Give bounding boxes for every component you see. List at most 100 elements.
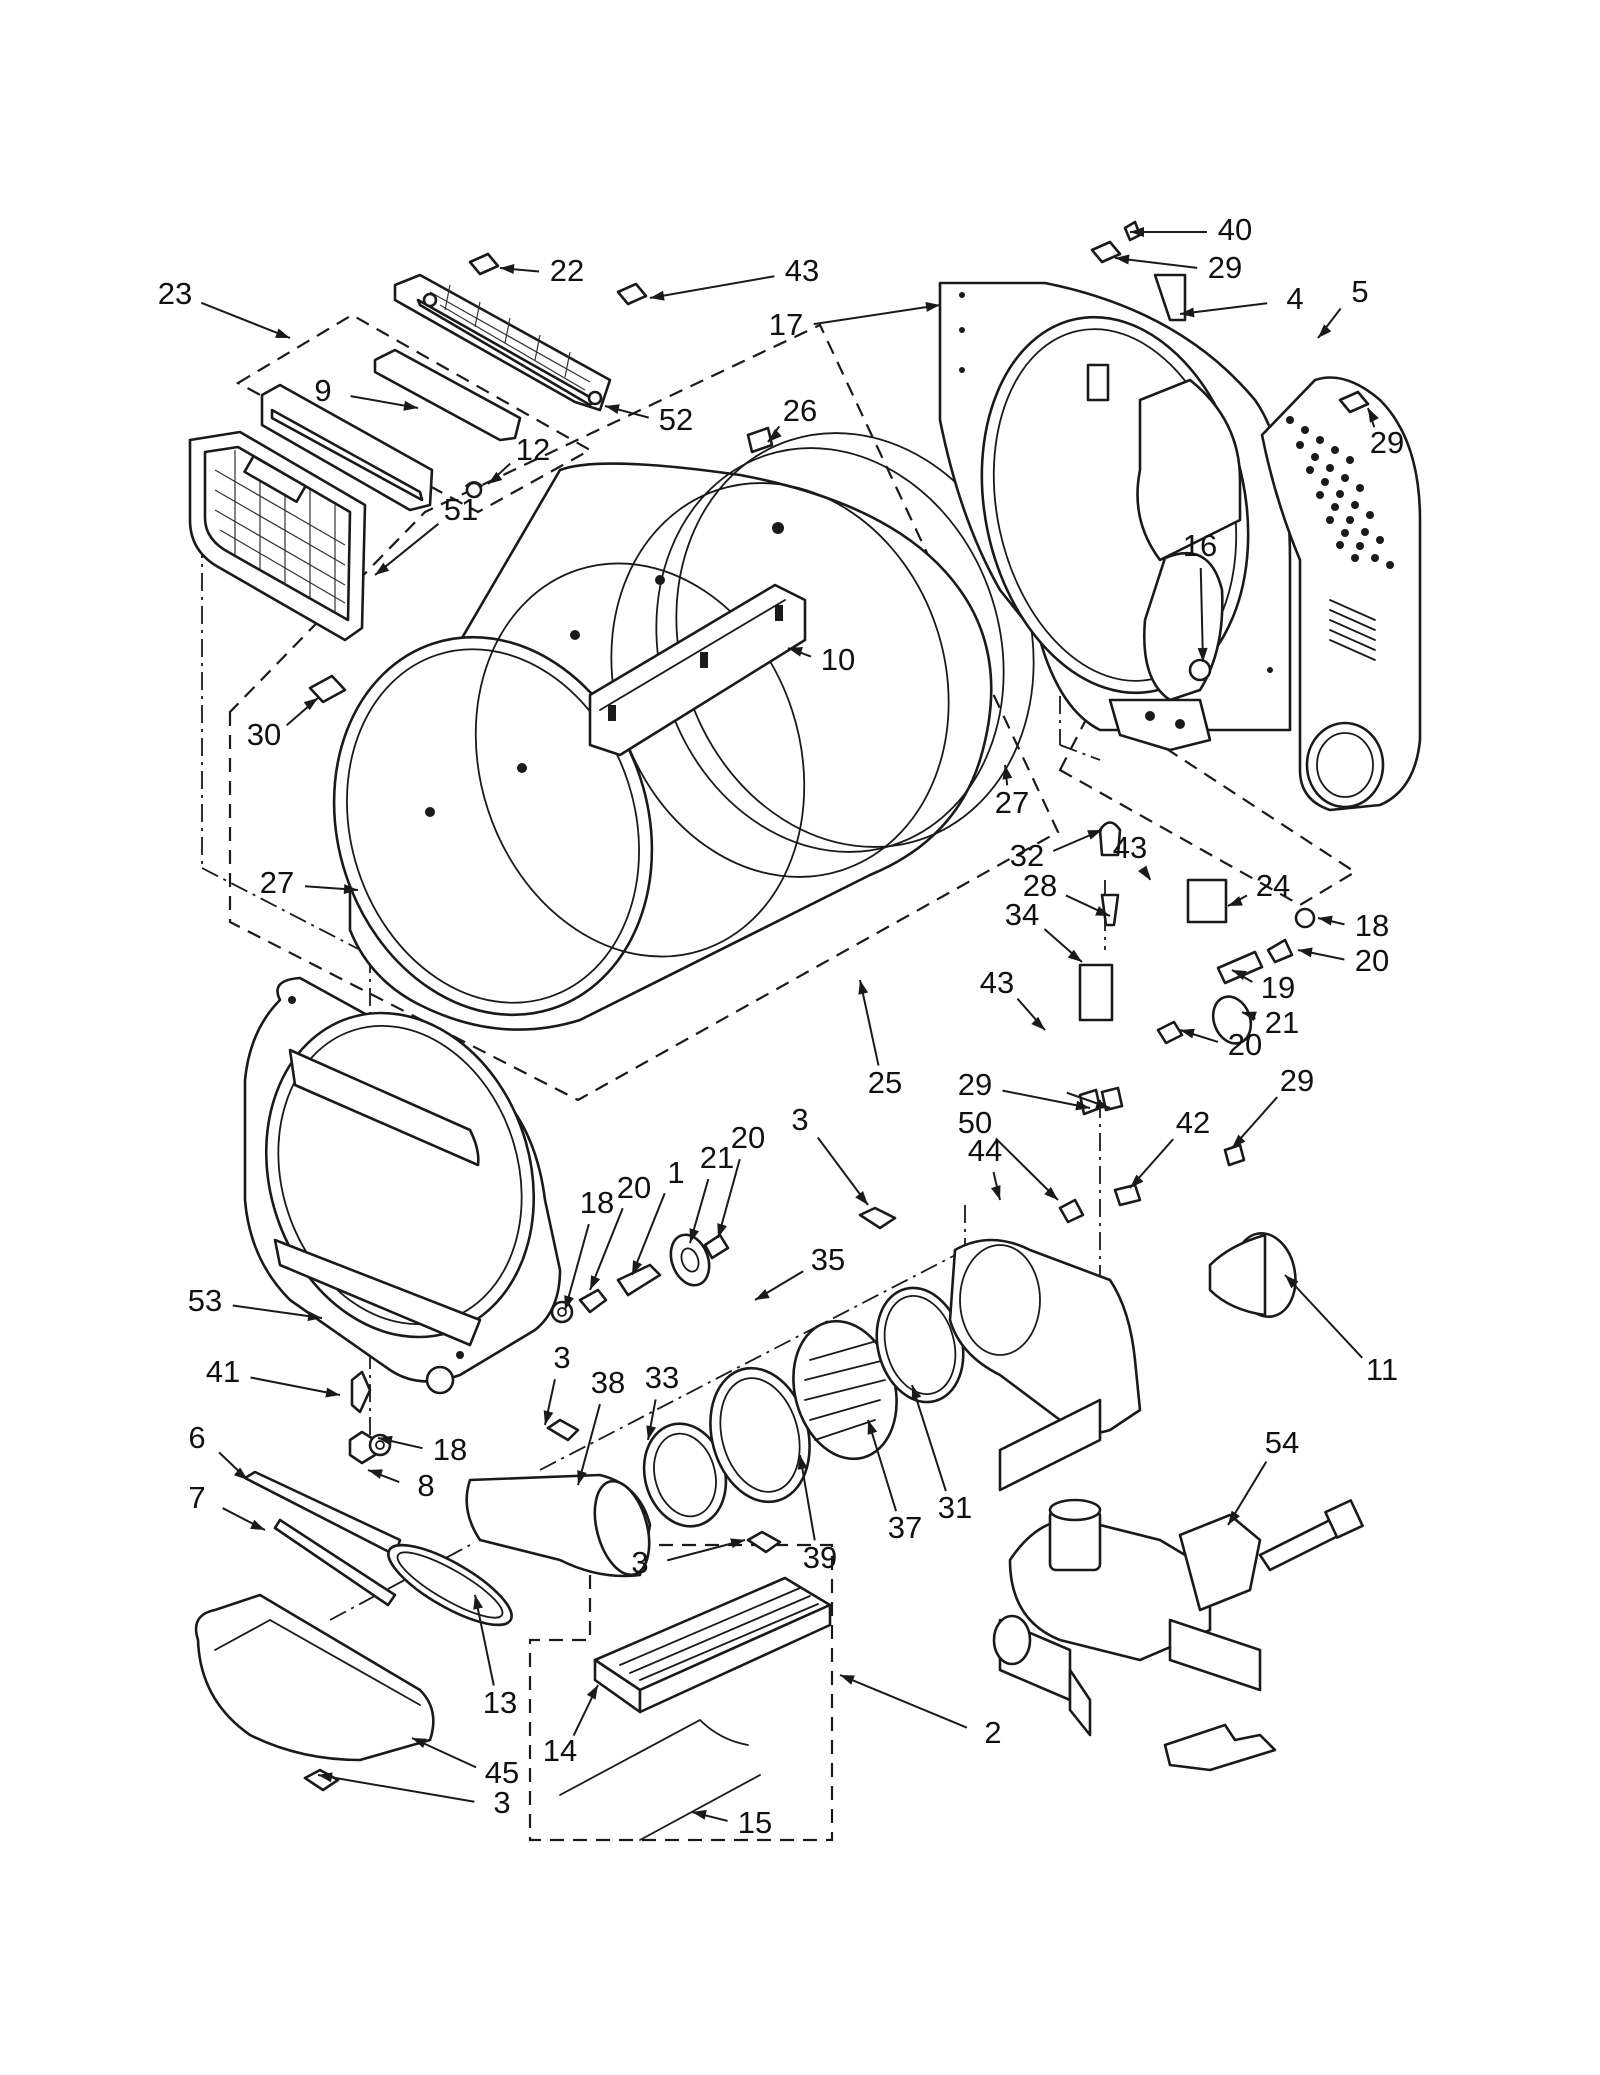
callout-number: 20: [1355, 943, 1389, 978]
gas-valve-assembly: [992, 1398, 1364, 1772]
callout-2: 2: [839, 1674, 1002, 1750]
leader-arrowhead: [307, 1311, 322, 1322]
callout-20: 20: [589, 1170, 651, 1291]
callout-number: 11: [1366, 1352, 1398, 1387]
leader-arrowhead: [488, 471, 503, 484]
callout-33: 33: [645, 1360, 679, 1441]
callout-32: 32: [1010, 829, 1103, 873]
callout-18: 18: [564, 1185, 614, 1311]
leader-line: [200, 301, 291, 339]
leader-arrowhead: [577, 1470, 587, 1485]
callout-21: 21: [689, 1140, 734, 1244]
callout-27: 27: [260, 865, 359, 900]
callout-number: 34: [1005, 897, 1039, 932]
thermostat-cluster: [1078, 821, 1316, 1045]
blower-housing-cover: [1260, 376, 1422, 812]
rear-panel: [938, 281, 1292, 752]
callout-37: 37: [867, 1419, 922, 1545]
leader-line: [631, 1192, 666, 1276]
front-bulkhead-hardware: [303, 1206, 897, 1792]
callout-19: 19: [1231, 969, 1295, 1005]
callout-number: 42: [1176, 1105, 1210, 1140]
leader-arrowhead: [1298, 947, 1313, 958]
callout-number: 1: [667, 1155, 684, 1190]
callout-number: 53: [188, 1283, 222, 1318]
callout-number: 43: [980, 965, 1014, 1000]
leader-arrowhead: [650, 290, 665, 301]
callout-number: 41: [206, 1354, 240, 1389]
callout-number: 2: [984, 1715, 1001, 1750]
callout-number: 25: [868, 1065, 902, 1100]
callout-number: 26: [783, 393, 817, 428]
lint-screen: [188, 430, 367, 642]
callout-15: 15: [691, 1805, 772, 1840]
callout-20: 20: [717, 1120, 765, 1239]
lint-duct-grille: [393, 273, 612, 412]
callout-20: 20: [1179, 1027, 1262, 1062]
leader-arrowhead: [473, 1595, 483, 1610]
callout-43: 43: [649, 253, 819, 301]
callout-21: 21: [1241, 1005, 1299, 1040]
callout-leader: [1066, 1091, 1111, 1109]
callout-number: 54: [1265, 1425, 1299, 1460]
callout-28: 28: [1023, 868, 1111, 917]
callout-34: 34: [1005, 897, 1083, 963]
callout-4: 4: [1179, 281, 1304, 318]
callout-number: 28: [1023, 868, 1057, 903]
callout-number: 17: [769, 307, 803, 342]
leader-arrowhead: [692, 1809, 707, 1820]
leader-arrowhead: [855, 1191, 868, 1205]
callout-number: 22: [550, 253, 584, 288]
leader-arrowhead: [1115, 254, 1130, 265]
leader-arrowhead: [1087, 830, 1102, 840]
leader-line: [813, 304, 941, 326]
callout-number: 27: [260, 865, 294, 900]
callout-7: 7: [188, 1480, 266, 1531]
callout-39: 39: [797, 1454, 837, 1575]
callout-18: 18: [377, 1432, 467, 1467]
leader-arrowhead: [1228, 896, 1243, 906]
leader-arrowhead: [412, 1738, 427, 1748]
callout-number: 6: [188, 1420, 205, 1455]
callout-number: 12: [516, 432, 550, 467]
leader-arrowhead: [500, 264, 515, 275]
callout-number: 45: [485, 1755, 519, 1790]
leader-arrowhead: [564, 1295, 574, 1310]
callout-number: 3: [791, 1102, 808, 1137]
callout-38: 38: [577, 1365, 625, 1486]
callout-3: 3: [543, 1340, 571, 1426]
leader-arrowhead: [375, 562, 390, 575]
callout-13: 13: [473, 1594, 517, 1720]
callout-number: 4: [1286, 281, 1303, 316]
callout-27: 27: [995, 764, 1029, 820]
callout-number: 37: [888, 1510, 922, 1545]
callout-number: 30: [247, 717, 281, 752]
callout-number: 38: [591, 1365, 625, 1400]
leader-arrowhead: [378, 1435, 393, 1446]
leader-arrowhead: [840, 1675, 855, 1685]
leader-arrowhead: [1197, 647, 1208, 662]
leader-arrowhead: [318, 1772, 333, 1783]
leader-line: [232, 1304, 323, 1319]
leader-arrowhead: [646, 1425, 657, 1440]
leader-arrowhead: [911, 1385, 922, 1400]
leader-line: [816, 1136, 869, 1206]
callout-number: 5: [1351, 274, 1368, 309]
callout-29: 29: [1367, 407, 1404, 460]
callout-number: 13: [483, 1685, 517, 1720]
callout-42: 42: [1129, 1105, 1210, 1189]
leader-line: [317, 1774, 475, 1803]
leader-arrowhead: [403, 400, 418, 411]
leader-arrowhead: [1318, 324, 1332, 338]
callout-31: 31: [911, 1384, 972, 1525]
leader-arrowhead: [275, 328, 290, 338]
callout-29: 29: [958, 1067, 1091, 1111]
callout-45: 45: [411, 1737, 519, 1790]
leader-line: [1179, 302, 1268, 315]
callout-number: 8: [417, 1468, 434, 1503]
leader-arrowhead: [1095, 1099, 1110, 1109]
leader-line: [1199, 567, 1204, 663]
leader-arrowhead: [250, 1519, 265, 1530]
callout-number: 29: [1370, 425, 1404, 460]
